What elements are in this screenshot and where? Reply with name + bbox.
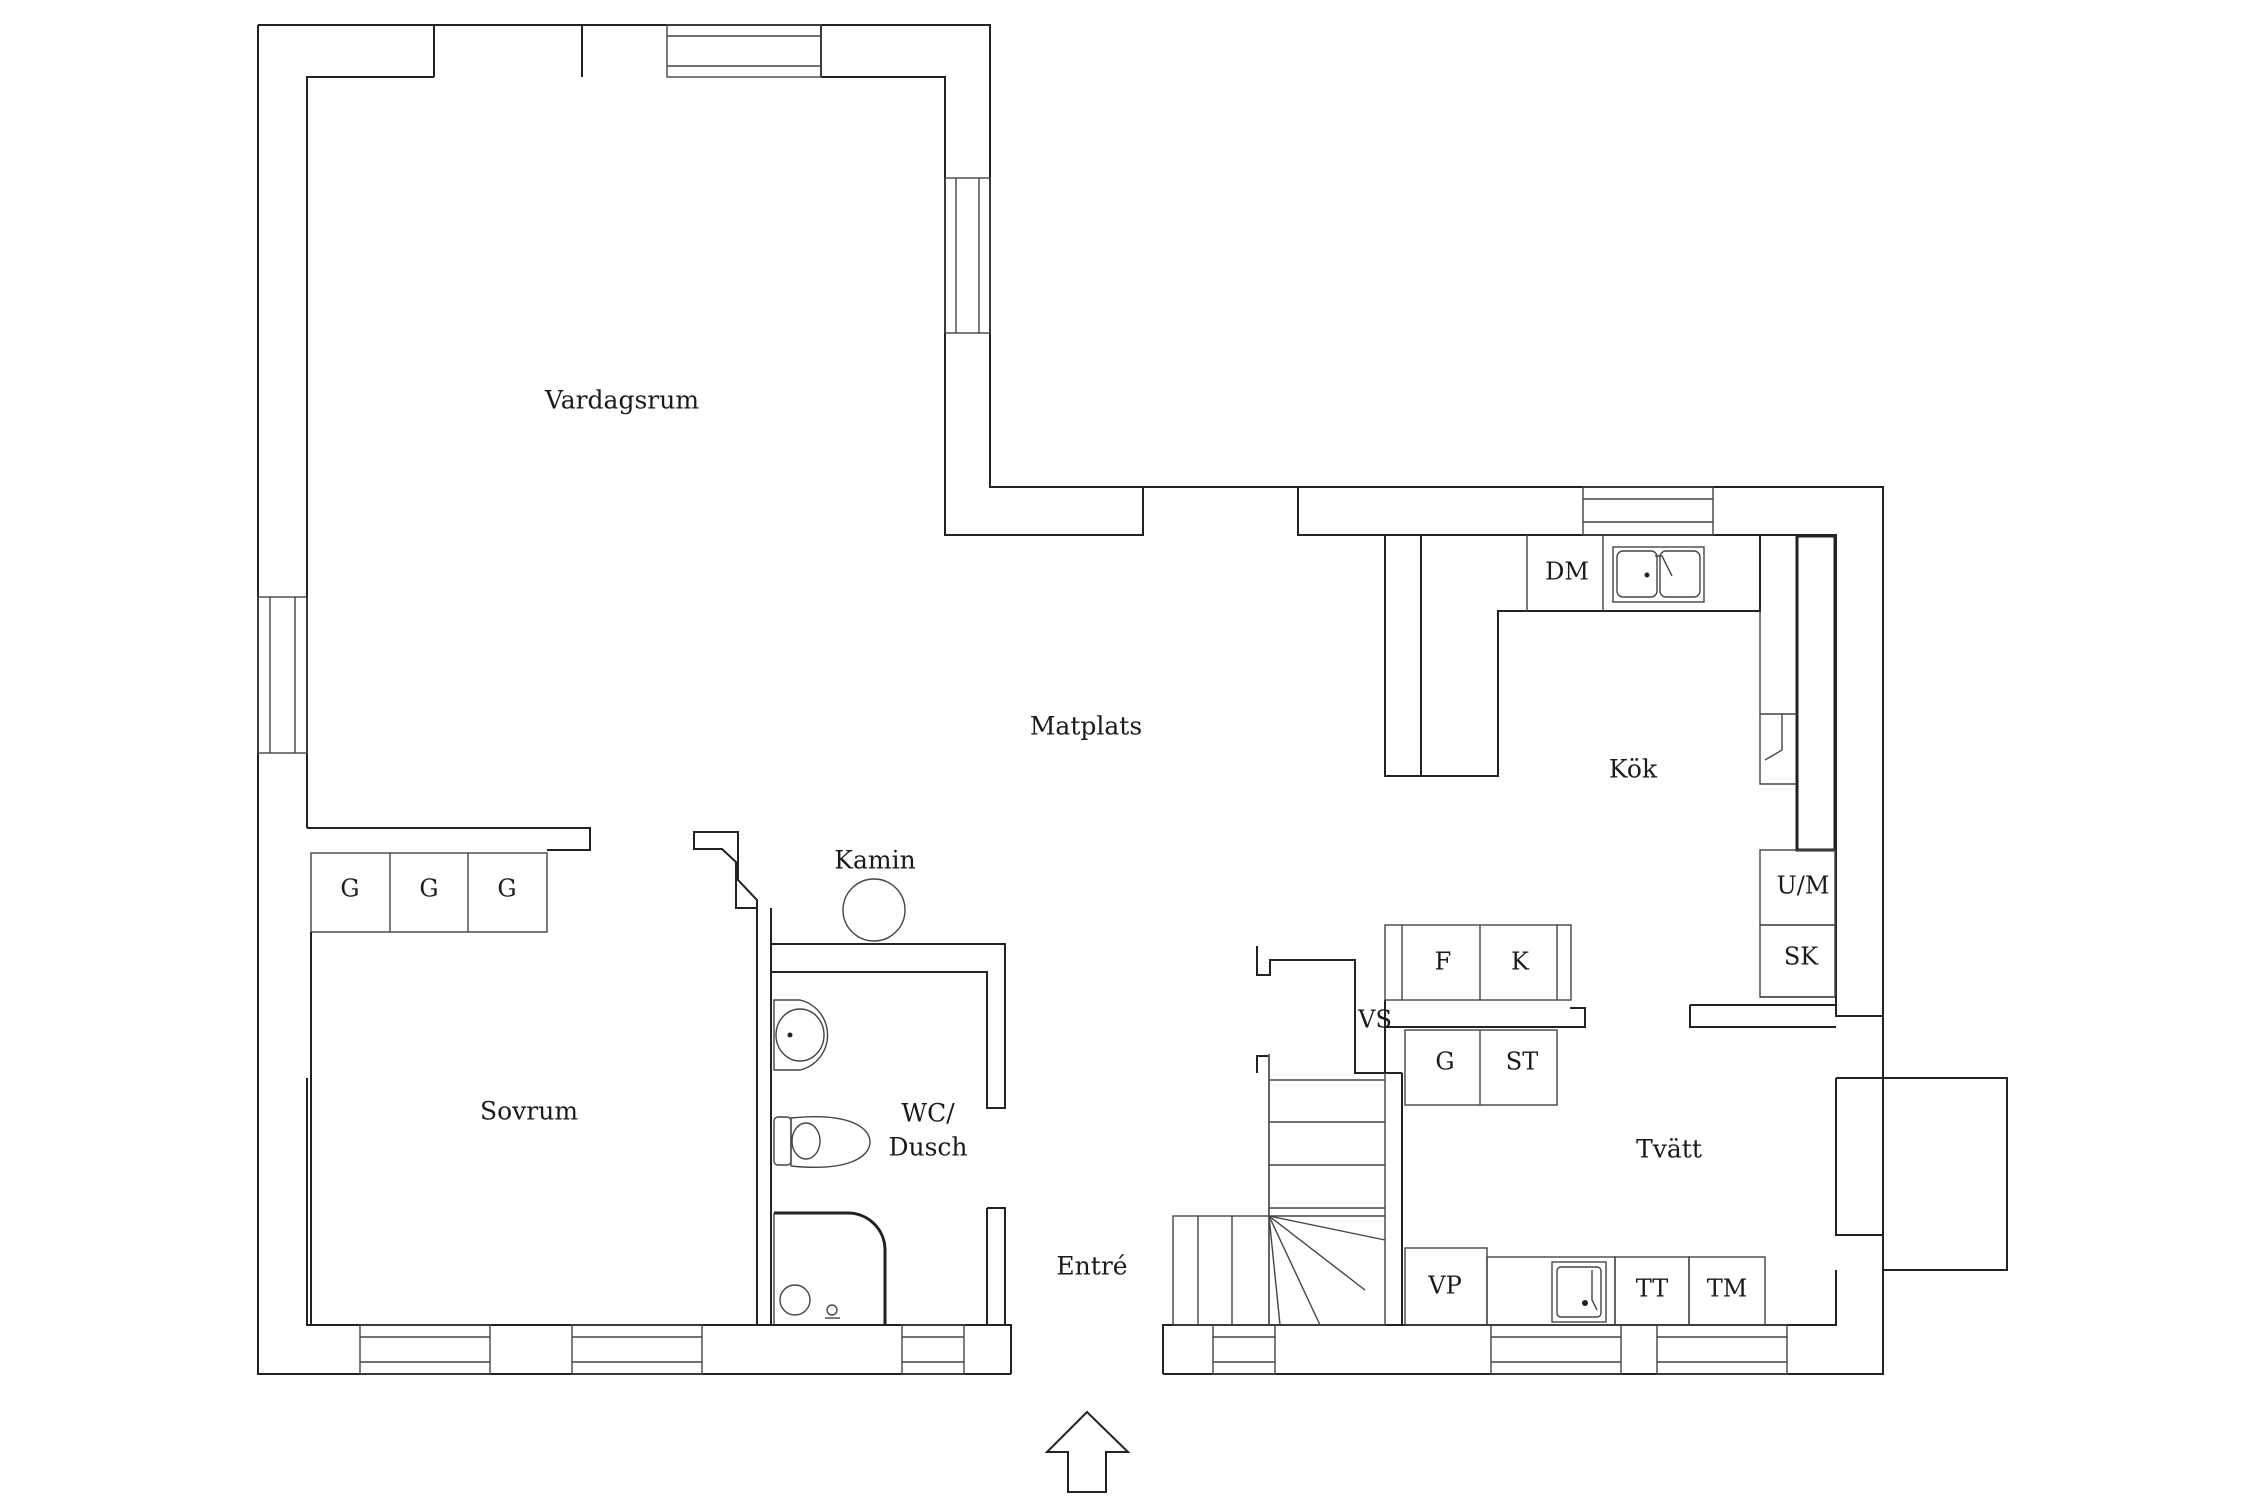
label-wardrobe-3: G [497, 875, 516, 903]
label-f: F [1435, 948, 1452, 976]
wc-sink-icon [773, 999, 829, 1071]
shower-icon [773, 1211, 887, 1325]
label-wardrobe-1: G [340, 875, 359, 903]
fixtures [773, 546, 1705, 1325]
room-label-vardagsrum: Vardagsrum [544, 386, 699, 415]
label-vs: VS [1357, 1006, 1392, 1034]
label-vp: VP [1427, 1272, 1461, 1300]
label-um: U/M [1777, 872, 1830, 900]
room-label-entre: Entré [1056, 1252, 1127, 1281]
entrance-arrow-icon [1044, 1410, 1131, 1493]
label-sk: SK [1784, 943, 1819, 971]
label-dm: DM [1545, 558, 1589, 586]
laundry-sink-icon [1551, 1261, 1607, 1323]
toilet-icon [773, 1116, 871, 1168]
room-label-wc-line2: Dusch [888, 1133, 967, 1162]
kitchen-sink-icon [1612, 546, 1705, 603]
label-tt: TT [1636, 1275, 1668, 1303]
room-labels: Vardagsrum Matplats Kök Kamin Sovrum WC/… [480, 386, 1702, 1281]
appliance-labels: DM U/M SK F K G ST VP TT TM G G G [340, 558, 1829, 1303]
label-st: ST [1506, 1048, 1538, 1076]
label-k: K [1511, 948, 1530, 976]
label-wardrobe-2: G [419, 875, 438, 903]
outer-wall [257, 24, 1884, 1375]
label-g-utility: G [1435, 1048, 1454, 1076]
porch [1883, 1077, 2008, 1271]
room-label-matplats: Matplats [1030, 712, 1142, 741]
label-kamin: Kamin [834, 846, 915, 875]
kamin-circle [842, 878, 906, 942]
windows [257, 24, 1788, 1375]
room-label-tvatt: Tvätt [1636, 1135, 1702, 1164]
room-label-kok: Kök [1609, 755, 1658, 784]
label-tm: TM [1707, 1275, 1748, 1303]
interior-walls [307, 534, 1837, 1374]
room-label-wc-line1: WC/ [901, 1099, 955, 1128]
room-label-sovrum: Sovrum [480, 1097, 578, 1126]
